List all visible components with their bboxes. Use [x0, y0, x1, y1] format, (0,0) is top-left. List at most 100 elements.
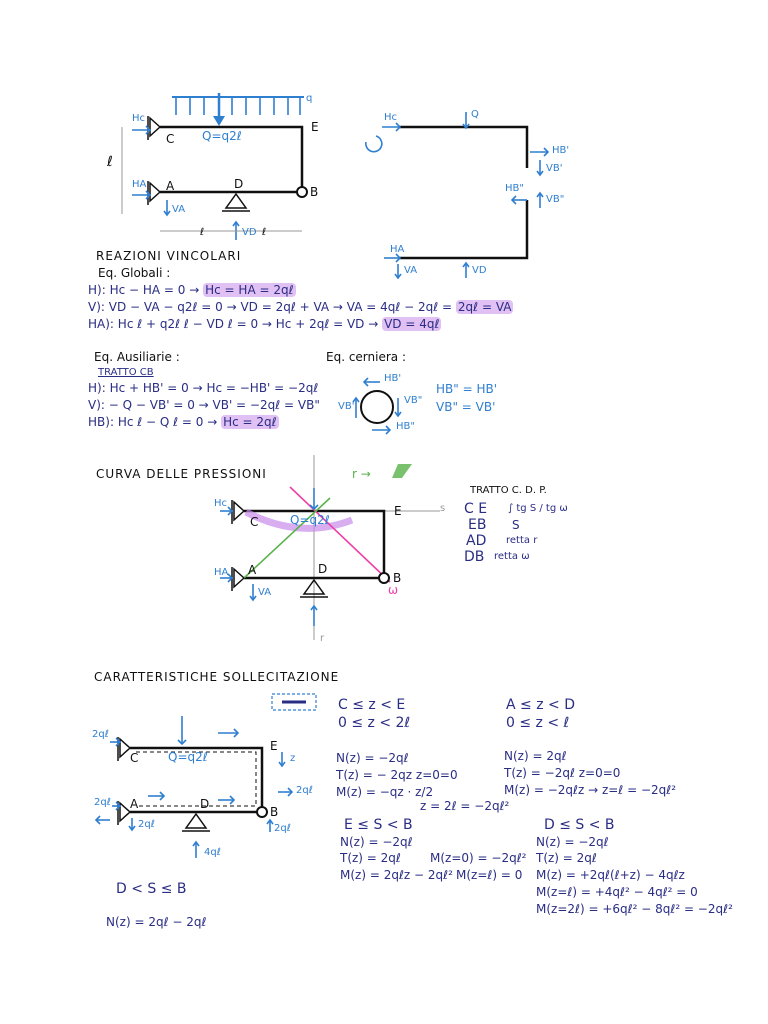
ce-n: N(z) = −2qℓ [336, 751, 409, 765]
db-m2: M(z=2ℓ) = +6qℓ² − 8qℓ² = −2qℓ² [536, 902, 733, 916]
ce-head1: C ≤ z < E [338, 697, 406, 713]
eq-prefix: HA): [88, 317, 114, 331]
ad-n: N(z) = 2qℓ [504, 749, 567, 763]
eb-head1: E ≤ S < B [344, 817, 413, 833]
fig2-Va-label: VA [404, 265, 418, 276]
curva-title: CURVA DELLE PRESSIONI [96, 467, 267, 481]
car-fig-z: z [290, 753, 296, 764]
ce-m2: z = 2ℓ = −2qℓ² [420, 799, 510, 813]
eq-prefix: HB): [88, 415, 114, 429]
fig1-dim-l1: ℓ [200, 227, 205, 238]
fig1-A-label: A [166, 179, 175, 193]
curva-B: B [393, 571, 402, 585]
fig1-l-label: ℓ [107, 154, 113, 170]
ad-head2: 0 ≤ z < ℓ [506, 715, 570, 731]
table-cell-tratto: EB [468, 517, 487, 533]
table-cell-tratto: AD [466, 533, 487, 549]
cerniera-title: Eq. cerniera : [326, 350, 406, 364]
fig2-Hb1-label: HB' [552, 145, 570, 156]
db-m1: M(z=ℓ) = +4qℓ² − 4qℓ² = 0 [536, 885, 698, 899]
fig1-q-label: q [306, 93, 313, 104]
eq-prefix: V): [88, 398, 105, 412]
curva-r-label: r → [352, 467, 371, 481]
cerniera-Vb2: VB" [404, 395, 423, 406]
fig1-Q-label: Q=q2ℓ [202, 129, 242, 143]
curva-E: E [394, 504, 402, 518]
eq-prefix: H): [88, 283, 106, 297]
car-fig-va: 2qℓ [138, 819, 155, 830]
curva-D: D [318, 562, 328, 576]
ce-head2: 0 ≤ z < 2ℓ [338, 715, 411, 731]
bottom-n: N(z) = 2qℓ − 2qℓ [106, 915, 207, 929]
table-cell-cdp: retta r [506, 535, 538, 546]
ad-t: T(z) = −2qℓ z=0=0 [504, 766, 621, 780]
curva-Va: VA [258, 587, 272, 598]
fig1-Va-label: VA [172, 204, 186, 215]
curva-Hc: Hc [214, 498, 228, 509]
ce-t: T(z) = − 2qz z=0=0 [336, 768, 458, 782]
eq-highlight: VD = 4qℓ [382, 317, 442, 331]
eq-prefix: V): [88, 300, 105, 314]
ausiliarie-eq-v: V): − Q − VB' = 0 → VB' = −2qℓ = VB" [88, 399, 320, 411]
fig1-C-label: C [166, 132, 175, 146]
car-fig-load-r: 2qℓ [296, 785, 313, 796]
curva-C: C [250, 515, 259, 529]
db-n: N(z) = −2qℓ [536, 835, 609, 849]
eq-body: − Q − VB' = 0 → VB' = −2qℓ = VB" [108, 398, 320, 412]
car-fig-E: E [270, 739, 278, 753]
caratteristiche-title: CARATTERISTICHE SOLLECITAZIONE [94, 670, 340, 684]
table-cell-tratto: DB [464, 549, 485, 565]
ausiliarie-tratto: TRATTO CB [98, 367, 154, 378]
car-fig-load-l: 2qℓ [92, 729, 109, 740]
fig1-B-label: B [310, 185, 319, 199]
curva-s: s [440, 503, 446, 514]
curva-Ha: HA [214, 567, 229, 578]
reazioni-title: REAZIONI VINCOLARI [96, 249, 242, 263]
fig2-Q-label: Q [471, 109, 479, 120]
reazioni-eq-v: V): VD − VA − q2ℓ = 0 → VD = 2qℓ + VA → … [88, 300, 514, 314]
cerniera-Hb1: HB' [384, 373, 402, 384]
ad-head1: A ≤ z < D [506, 697, 575, 713]
eq-body: Hc ℓ − Q ℓ = 0 → [117, 415, 222, 429]
eq-highlight: Hc = HA = 2qℓ [203, 283, 296, 297]
fig1-Vd-label: VD [242, 227, 257, 238]
curva-w: ω [388, 583, 399, 597]
curva-r: r [320, 633, 325, 644]
car-fig-Q: Q=q2ℓ [168, 750, 208, 764]
fig1-E-label: E [311, 120, 319, 134]
cerniera-eq1: HB" = HB' [436, 382, 498, 396]
cerniera-eq2: VB" = VB' [436, 400, 496, 414]
fig2-Vb2-label: VB" [546, 194, 565, 205]
fig2-Vb1-label: VB' [546, 163, 563, 174]
curva-table-head: TRATTO C. D. P. [470, 485, 547, 496]
eq-highlight: Hc = 2qℓ [221, 415, 279, 429]
fig2-Ha-label: HA [390, 244, 405, 255]
car-fig-C: C [130, 751, 139, 765]
table-cell-cdp: ∫ tg S / tg ω [508, 503, 568, 514]
car-fig-D: D [200, 797, 210, 811]
eq-body: Hc ℓ + q2ℓ ℓ − VD ℓ = 0 → Hc + 2qℓ = VD … [117, 317, 383, 331]
eb-m: M(z) = 2qℓz − 2qℓ² [340, 868, 453, 882]
fig1-Ha-label: HA [132, 179, 147, 190]
fig1-D-label: D [234, 177, 244, 191]
eq-body: Hc + HB' = 0 → Hc = −HB' = −2qℓ [109, 381, 319, 395]
cerniera-Vb1: VB' [338, 401, 355, 412]
reazioni-subtitle: Eq. Globali : [98, 266, 171, 280]
eb-n: N(z) = −2qℓ [340, 835, 413, 849]
ausiliarie-title: Eq. Ausiliarie : [94, 350, 180, 364]
ausiliarie-eq-h: H): Hc + HB' = 0 → Hc = −HB' = −2qℓ [88, 382, 318, 394]
fig2-Vd-label: VD [472, 265, 487, 276]
ce-m: M(z) = −qz · z/2 [336, 785, 434, 799]
table-cell-cdp: retta ω [494, 551, 530, 562]
car-fig-vd: 4qℓ [204, 847, 221, 858]
cerniera-Hb2: HB" [396, 421, 415, 432]
ausiliarie-eq-m: HB): Hc ℓ − Q ℓ = 0 → Hc = 2qℓ [88, 415, 279, 429]
table-cell-tratto: C E [464, 501, 488, 517]
fig2-Hb2-label: HB" [505, 183, 524, 194]
eb-t: T(z) = 2qℓ [340, 851, 401, 865]
